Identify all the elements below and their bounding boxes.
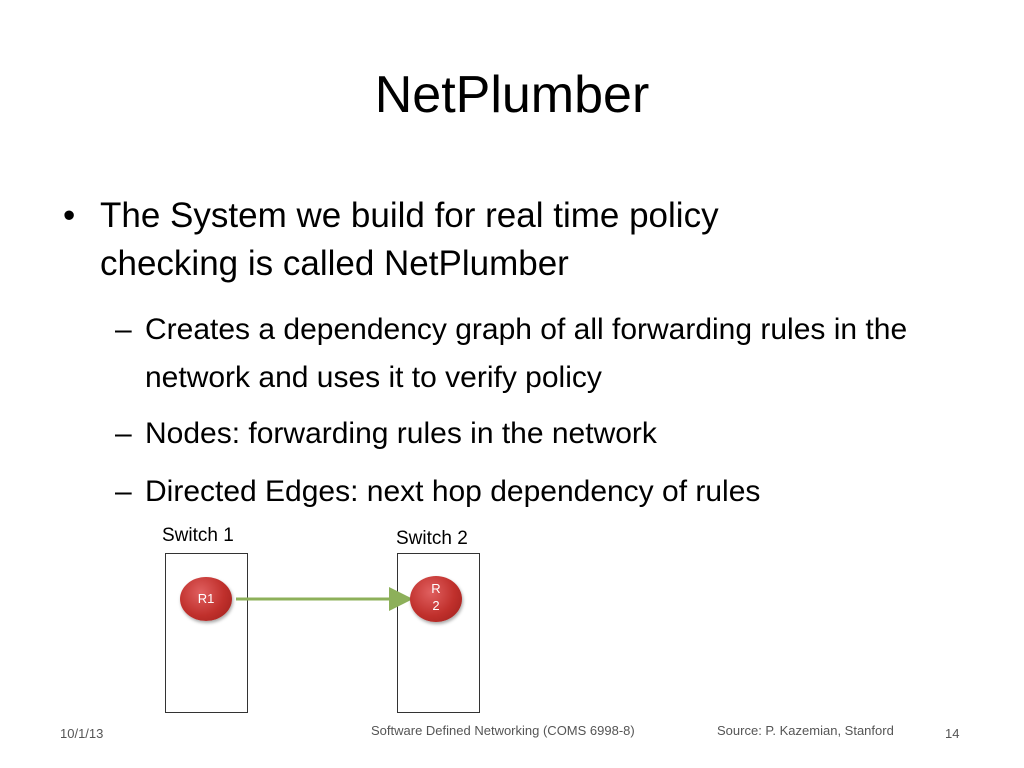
sub-bullet-text: Creates a dependency graph of all forwar… [145, 313, 908, 394]
rule-node-r2[interactable]: R 2 [410, 576, 462, 622]
slide-title: NetPlumber [374, 66, 650, 124]
sub-bullet-text: Nodes: forwarding rules in the network [145, 417, 657, 450]
sub-bullet-dependency-graph: – Creates a dependency graph of all forw… [115, 306, 915, 402]
sub-bullet-nodes: – Nodes: forwarding rules in the network [115, 410, 915, 458]
dash-marker: – [115, 313, 132, 346]
footer-date: 10/1/13 [60, 726, 104, 741]
main-bullet-text: The System we build for real time policy… [100, 196, 719, 283]
switch-2-label: Switch 2 [396, 528, 468, 549]
footer-page-number: 14 [945, 726, 960, 741]
rule-node-r1[interactable]: R1 [180, 577, 232, 621]
dash-marker: – [115, 475, 132, 508]
footer-course: Software Defined Networking (COMS 6998-8… [371, 723, 635, 738]
dash-marker: – [115, 417, 132, 450]
switch-1-label: Switch 1 [162, 525, 234, 546]
sub-bullet-directed-edges: – Directed Edges: next hop dependency of… [115, 468, 915, 516]
main-bullet: • The System we build for real time poli… [63, 192, 863, 288]
footer-source: Source: P. Kazemian, Stanford [717, 723, 894, 738]
sub-bullet-text: Directed Edges: next hop dependency of r… [145, 475, 761, 508]
bullet-marker: • [63, 196, 76, 235]
